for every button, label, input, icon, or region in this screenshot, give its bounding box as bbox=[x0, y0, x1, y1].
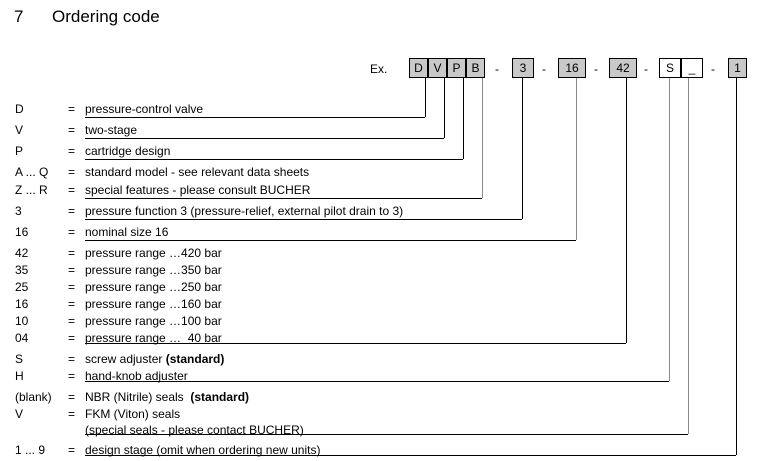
row-d-equals: = bbox=[68, 102, 76, 116]
row-z-r-equals: = bbox=[68, 183, 76, 197]
box-v: V bbox=[428, 58, 447, 78]
row-d-key: D bbox=[15, 102, 24, 116]
underline-special bbox=[85, 434, 688, 435]
row-25-equals: = bbox=[68, 280, 76, 294]
row-s-key: S bbox=[15, 352, 24, 366]
row-16-value: nominal size 16 bbox=[85, 225, 169, 239]
row-v-value: two-stage bbox=[85, 123, 138, 137]
leader-s bbox=[669, 78, 670, 381]
row-z-r-key: Z ... R bbox=[15, 183, 48, 197]
row-35-equals: = bbox=[68, 263, 76, 277]
leader-d bbox=[425, 78, 426, 117]
row-s-value: screw adjuster (standard) bbox=[85, 352, 225, 366]
row-3-key: 3 bbox=[15, 204, 22, 218]
row-16-equals: = bbox=[68, 225, 76, 239]
row-p-value: cartridge design bbox=[85, 144, 171, 158]
row-blank-key: (blank) bbox=[15, 390, 52, 404]
row-25-value: pressure range …250 bar bbox=[85, 280, 222, 294]
underline-zr bbox=[85, 198, 482, 199]
row-h-key: H bbox=[15, 369, 24, 383]
box-b: B bbox=[466, 58, 485, 78]
leader-stage bbox=[736, 78, 737, 455]
row-1-9-value: design stage (omit when ordering new uni… bbox=[85, 443, 321, 457]
box-1: 1 bbox=[728, 58, 747, 78]
underline-stage bbox=[85, 455, 736, 456]
row-10-value: pressure range …100 bar bbox=[85, 314, 222, 328]
underline-04 bbox=[85, 343, 626, 344]
leader-aq bbox=[482, 78, 483, 198]
row-25-key: 25 bbox=[15, 280, 29, 294]
row-v-fkm-equals: = bbox=[68, 407, 76, 421]
row-16b-equals: = bbox=[68, 297, 76, 311]
box-p: P bbox=[447, 58, 466, 78]
row-a-q-value: standard model - see relevant data sheet… bbox=[85, 165, 310, 179]
box-3: 3 bbox=[512, 58, 534, 78]
row-04-value: pressure range … 40 bar bbox=[85, 331, 222, 345]
code-separator: - bbox=[495, 62, 499, 76]
code-separator: - bbox=[542, 62, 546, 76]
underline-p bbox=[85, 159, 463, 160]
row-16b-key: 16 bbox=[15, 297, 29, 311]
row-10-equals: = bbox=[68, 314, 76, 328]
underline-3 bbox=[85, 219, 522, 220]
row-v-equals: = bbox=[68, 123, 76, 137]
underline-d bbox=[85, 117, 425, 118]
leader-42 bbox=[626, 78, 627, 343]
row-blank-equals: = bbox=[68, 390, 76, 404]
leader-p bbox=[463, 78, 464, 159]
row-p-key: P bbox=[15, 144, 24, 158]
box-blank: _ bbox=[681, 58, 703, 78]
row-10-key: 10 bbox=[15, 314, 29, 328]
row-42-equals: = bbox=[68, 246, 76, 260]
code-separator: - bbox=[594, 62, 598, 76]
row-v-fkm-key: V bbox=[15, 407, 24, 421]
box-s: S bbox=[659, 58, 681, 78]
row-blank-value: NBR (Nitrile) seals (standard) bbox=[85, 390, 250, 404]
row-z-r-value: special features - please consult BUCHER bbox=[85, 183, 311, 197]
code-separator: - bbox=[711, 62, 715, 76]
row-special-value: (special seals - please contact BUCHER) bbox=[85, 423, 304, 437]
underline-16 bbox=[85, 240, 576, 241]
row-42-key: 42 bbox=[15, 246, 29, 260]
box-d: D bbox=[409, 58, 428, 78]
row-35-value: pressure range …350 bar bbox=[85, 263, 222, 277]
row-16b-value: pressure range …160 bar bbox=[85, 297, 222, 311]
leader-seals bbox=[688, 78, 689, 434]
row-v-fkm-value: FKM (Viton) seals bbox=[85, 407, 181, 421]
row-1-9-equals: = bbox=[68, 443, 76, 457]
row-3-equals: = bbox=[68, 204, 76, 218]
row-04-key: 04 bbox=[15, 331, 29, 345]
code-separator: - bbox=[644, 62, 648, 76]
leader-v bbox=[444, 78, 445, 138]
underline-v bbox=[85, 138, 444, 139]
row-3-value: pressure function 3 (pressure-relief, ex… bbox=[85, 204, 404, 218]
row-a-q-equals: = bbox=[68, 165, 76, 179]
row-16-key: 16 bbox=[15, 225, 29, 239]
row-s-equals: = bbox=[68, 352, 76, 366]
row-p-equals: = bbox=[68, 144, 76, 158]
box-42: 42 bbox=[609, 58, 637, 78]
page-title: Ordering code bbox=[52, 7, 160, 26]
section-number: 7 bbox=[14, 7, 24, 26]
example-label: Ex. bbox=[370, 62, 388, 76]
row-h-value: hand-knob adjuster bbox=[85, 369, 188, 383]
underline-h bbox=[85, 381, 669, 382]
row-d-value: pressure-control valve bbox=[85, 102, 204, 116]
row-1-9-key: 1 ... 9 bbox=[15, 443, 46, 457]
leader-16 bbox=[576, 78, 577, 240]
box-16: 16 bbox=[558, 58, 586, 78]
row-a-q-key: A ... Q bbox=[15, 165, 49, 179]
row-35-key: 35 bbox=[15, 263, 29, 277]
row-42-value: pressure range …420 bar bbox=[85, 246, 222, 260]
row-04-equals: = bbox=[68, 331, 76, 345]
row-v-key: V bbox=[15, 123, 24, 137]
row-h-equals: = bbox=[68, 369, 76, 383]
leader-3 bbox=[522, 78, 523, 219]
